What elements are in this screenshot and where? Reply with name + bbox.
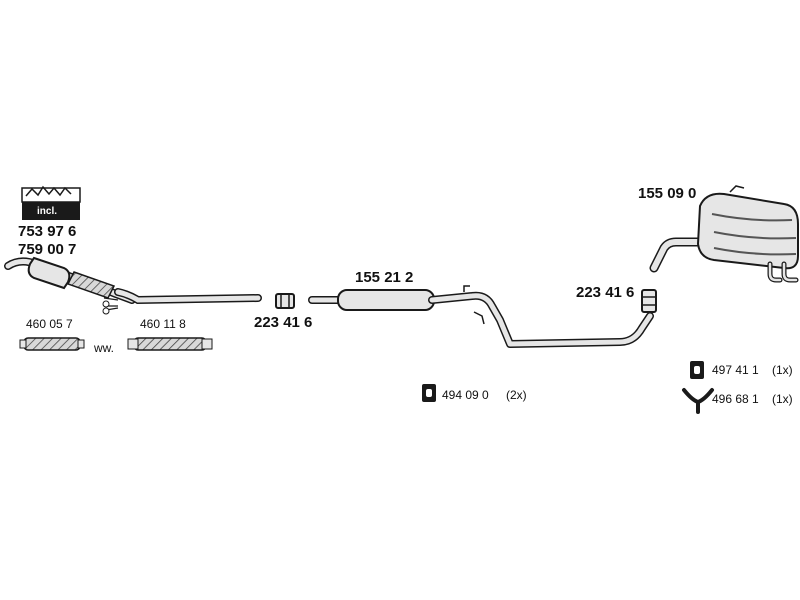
front-pipe-icon	[4, 256, 262, 315]
hanger-1-quantity: (2x)	[506, 388, 527, 402]
kit-part-number-2: 759 00 7	[18, 241, 77, 258]
hanger-1-icon	[422, 384, 436, 402]
clamp-2-part-number: 223 41 6	[576, 284, 635, 301]
kit-incl-label: incl.	[37, 206, 58, 217]
flex-pipe-1-part-number: 460 05 7	[26, 317, 73, 331]
hanger-3-icon	[682, 388, 714, 414]
hanger-2-part-number: 497 41 1	[712, 363, 759, 377]
flex-pipe-1-icon	[19, 337, 85, 351]
hanger-3-quantity: (1x)	[772, 392, 793, 406]
mounting-kit-icon	[21, 185, 81, 220]
hanger-3-part-number: 496 68 1	[712, 392, 759, 406]
flex-pipe-2-part-number: 460 11 8	[140, 317, 186, 331]
hanger-1-part-number: 494 09 0	[442, 388, 489, 402]
flex-pipe-2-icon	[127, 337, 213, 351]
middle-silencer-icon	[308, 285, 654, 348]
middle-silencer-part-number: 155 21 2	[355, 269, 414, 286]
kit-part-number-1: 753 97 6	[18, 223, 77, 240]
hanger-2-quantity: (1x)	[772, 363, 793, 377]
hanger-2-icon	[690, 361, 704, 379]
flex-pipe-ww-label: ww.	[94, 341, 115, 355]
rear-silencer-icon	[649, 185, 799, 283]
clamp-1-part-number: 223 41 6	[254, 314, 313, 331]
clamp-1-icon	[275, 293, 295, 309]
rear-silencer-part-number: 155 09 0	[638, 185, 697, 202]
clamp-2-icon	[641, 289, 657, 313]
